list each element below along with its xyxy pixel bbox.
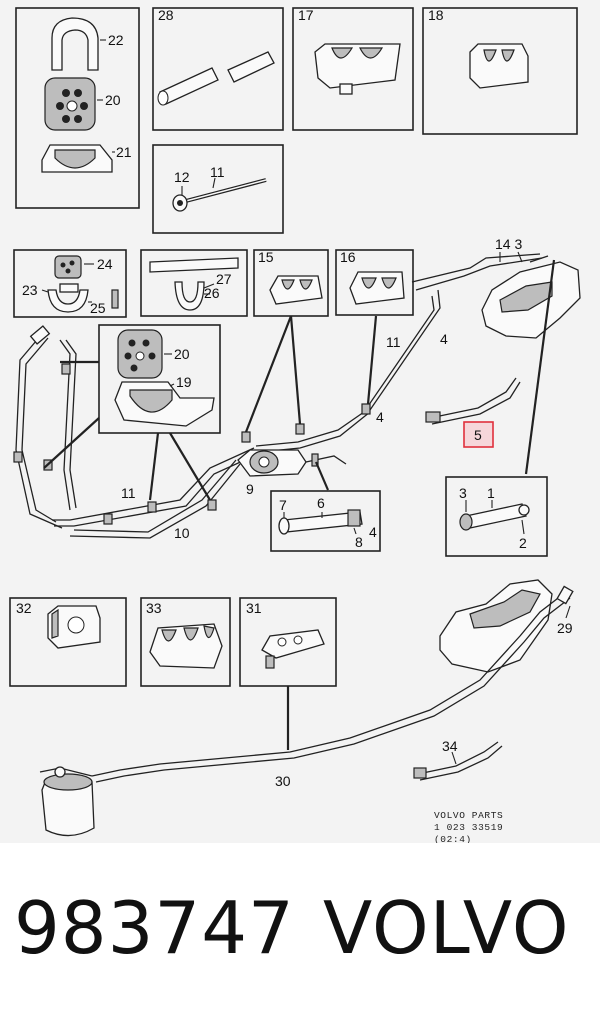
box-pipe-12-11 bbox=[152, 144, 284, 234]
box-brackets-22-20-21 bbox=[15, 7, 140, 209]
callout-20b: 20 bbox=[174, 346, 190, 362]
callout-23: 23 bbox=[22, 282, 38, 298]
callout-30: 30 bbox=[275, 773, 291, 789]
pipe-run-upper bbox=[15, 253, 543, 529]
part-34-strap bbox=[413, 741, 503, 781]
fuel-tank-upper bbox=[481, 255, 581, 339]
callout-31: 31 bbox=[246, 600, 262, 616]
callout-32: 32 bbox=[16, 600, 32, 616]
footer bbox=[0, 843, 600, 1013]
brand-name: VOLVO bbox=[323, 886, 570, 970]
callout-8: 8 bbox=[355, 534, 363, 550]
callout-28: 28 bbox=[158, 7, 174, 23]
callout-10: 10 bbox=[174, 525, 190, 541]
stamp-line-1: VOLVO PARTS bbox=[434, 810, 503, 821]
callout-25: 25 bbox=[90, 300, 106, 316]
callout-5: 5 bbox=[474, 427, 482, 443]
parts-diagram-drawing: 22 20 21 28 17 18 12 11 bbox=[9, 7, 581, 843]
callout-19: 19 bbox=[176, 374, 192, 390]
box-connector-7-6-8-4 bbox=[270, 490, 381, 552]
box-hose-27-26 bbox=[140, 249, 248, 317]
box-clip-18 bbox=[422, 7, 578, 135]
callout-33: 33 bbox=[146, 600, 162, 616]
part-5-strap bbox=[425, 377, 521, 425]
callout-20: 20 bbox=[105, 92, 121, 108]
callout-34: 34 bbox=[442, 738, 458, 754]
pump-assembly-9 bbox=[237, 449, 347, 477]
pipe-run-lower bbox=[69, 459, 241, 539]
callout-22: 22 bbox=[108, 32, 124, 48]
box-clamp-24-23-25 bbox=[13, 249, 127, 318]
callout-2: 2 bbox=[519, 535, 527, 551]
box-clip-32 bbox=[9, 597, 127, 687]
callout-6: 6 bbox=[317, 495, 325, 511]
callout-1: 1 bbox=[487, 485, 495, 501]
box-clip-16 bbox=[335, 249, 414, 316]
stamp-line-2: 1 023 33519 bbox=[434, 822, 503, 833]
callout-17: 17 bbox=[298, 7, 314, 23]
parts-diagram: 22 20 21 28 17 18 12 11 bbox=[0, 0, 600, 843]
arrow-leaders bbox=[43, 259, 556, 501]
callout-21: 21 bbox=[116, 144, 132, 160]
box-connector-3-1-2 bbox=[445, 476, 548, 557]
box-hose-28 bbox=[152, 7, 284, 131]
callout-26: 26 bbox=[204, 285, 220, 301]
callout-4c: 4 bbox=[369, 524, 377, 540]
callout-14-3: 14 3 bbox=[495, 236, 522, 252]
callout-16: 16 bbox=[340, 249, 356, 265]
callout-12: 12 bbox=[174, 169, 190, 185]
callout-4b: 4 bbox=[376, 409, 384, 425]
callout-11: 11 bbox=[210, 164, 225, 180]
callout-3: 3 bbox=[459, 485, 467, 501]
callout-4a: 4 bbox=[440, 331, 448, 347]
callout-15: 15 bbox=[258, 249, 274, 265]
callout-11c: 11 bbox=[121, 485, 136, 501]
callout-11b: 11 bbox=[386, 334, 401, 350]
fuel-tank-lower bbox=[439, 579, 553, 673]
long-pipe-30 bbox=[91, 585, 574, 783]
box-clip-31 bbox=[239, 597, 337, 750]
callout-27: 27 bbox=[216, 271, 232, 287]
callout-29: 29 bbox=[557, 620, 573, 636]
callout-7: 7 bbox=[279, 497, 287, 513]
part-number: 983747 bbox=[14, 886, 295, 970]
highlight-box-5 bbox=[463, 421, 494, 448]
fuel-pump-canister bbox=[39, 766, 95, 837]
callout-24: 24 bbox=[97, 256, 113, 272]
callout-9: 9 bbox=[246, 481, 254, 497]
box-clip-33 bbox=[140, 597, 231, 687]
box-clip-17 bbox=[292, 7, 414, 131]
stamp-line-3: (02:4) bbox=[434, 834, 472, 843]
box-brackets-20-19 bbox=[98, 324, 221, 434]
callout-18: 18 bbox=[428, 7, 444, 23]
